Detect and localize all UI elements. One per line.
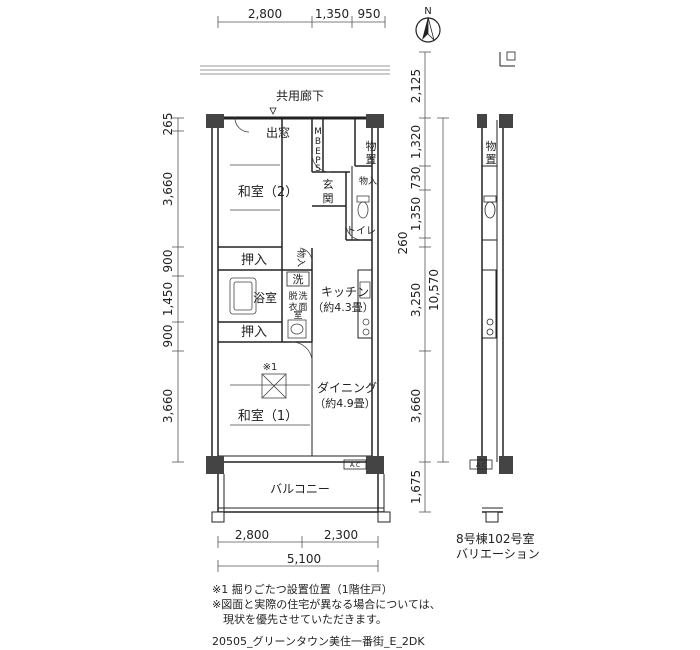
mb-char-1: M [314,127,322,137]
right-dim-8: 1,675 [409,470,423,504]
north-compass: N [415,6,441,43]
corridor-label: 共用廊下 [276,88,324,103]
ac-label: A.C [350,462,360,469]
kitchen-label: キッチン [321,285,369,299]
variation-caption-2: バリエーション [456,547,540,561]
note-2: ※図面と実際の住宅が異なる場合については、 [212,598,441,611]
variation-storage-char-1: 物 [486,139,497,153]
bath-label: 浴室 [253,290,277,305]
left-dim-3: 900 [161,250,175,273]
top-dimension [217,16,386,28]
right-dim-4: 1,350 [409,197,423,231]
top-dim-b: 1,350 [315,7,349,21]
dining-size-label: （約4.9畳） [314,396,376,410]
footer-code: 20505_グリーンタウン美住一番街_E_2DK [212,635,425,648]
variation-ac-box [469,459,493,470]
balcony-outline [217,474,385,513]
right-dim-7: 3,660 [409,389,423,423]
bottom-dim-a: 2,800 [235,528,269,542]
senmenjo-char-4: 面 [298,302,307,313]
right-dim-2: 1,320 [409,125,423,159]
variation-ac-label: A.C [476,462,486,469]
right-dim-total: 10,570 [427,269,441,311]
right-dim-1: 2,125 [409,69,423,103]
monoire-small-label: 物入 [295,249,307,267]
left-dim-2: 3,660 [161,172,175,206]
bottom-dim-b: 2,300 [324,528,358,542]
entrance-char-1: 玄 [323,177,334,191]
entrance-char-2: 関 [323,192,334,205]
washer-label: 洗 [293,273,304,286]
variation-caption-1: 8号棟102号室 [456,531,535,546]
senmenjo-char-3: 衣 [288,301,297,313]
oshiire-bottom-label: 押入 [241,325,267,340]
bottom-dim-total: 5,100 [287,552,321,566]
dining-label: ダイニング [317,380,377,395]
compass-label: N [424,6,431,17]
entrance-marker-icon [269,107,277,115]
left-dim-5: 900 [161,325,175,348]
senmenjo-char-2: 洗 [298,290,307,302]
room-fixtures [229,117,371,426]
washer-space-box [286,271,310,287]
washitsu1-label: 和室（1） [238,408,298,424]
ac-unit-box [343,459,367,470]
monoire-entrance-label: 物入 [359,175,377,187]
structural-columns [206,114,384,474]
balcony-post-right [377,511,391,523]
top-dim-a: 2,800 [248,7,282,21]
toilet-label: トイレ [346,226,376,237]
right-dimension [419,51,449,513]
note-1: ※1 掘りごたつ設置位置（1階住戸） [212,583,393,596]
unit-walls [211,116,379,463]
balcony-label: バルコニー [270,482,330,496]
mb-char-5: S [315,164,321,174]
bottom-dimension [217,536,379,572]
kitchen-size-label: （約4.3畳） [312,300,374,314]
balcony-post-left [211,511,225,523]
mb-char-3: E [315,147,321,157]
mb-char-4: P [315,156,321,166]
corridor-band [200,65,390,75]
right-dim-6: 3,250 [409,283,423,317]
top-dim-c: 950 [358,7,381,21]
outlet-label: 出窓 [266,125,290,140]
left-dim-4: 1,450 [161,282,175,316]
variation-columns [477,114,513,474]
variation-balcony-post [485,511,499,523]
mb-char-2: B [315,137,321,147]
left-dim-6: 3,660 [161,389,175,423]
right-dim-3: 730 [409,167,423,190]
senmenjo-char-1: 脱 [288,290,297,302]
note-3: 現状を優先させていただきます。 [212,613,387,626]
mark1-label: ※1 [263,362,278,373]
left-dim-1: 265 [161,113,175,136]
variation-plan [481,51,516,513]
oshiire-top-label: 押入 [241,253,267,268]
storage-top-char-2: 置 [366,153,377,166]
variation-storage-char-2: 置 [486,153,497,166]
storage-top-char-1: 物 [366,139,377,153]
left-dimension [172,117,184,463]
right-dim-5: 260 [396,232,410,255]
washitsu2-label: 和室（2） [238,184,298,200]
senmenjo-char-5: 室 [293,309,302,321]
